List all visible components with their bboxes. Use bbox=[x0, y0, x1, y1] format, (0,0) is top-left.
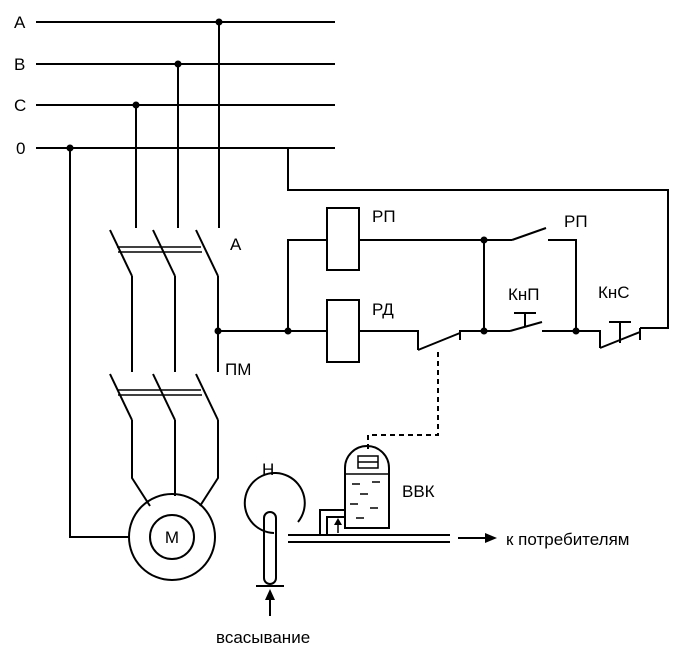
rp-contact-label: РП bbox=[564, 212, 588, 231]
rd-contact-blade bbox=[417, 332, 461, 351]
phase-c-label: C bbox=[14, 96, 26, 115]
starter-blade-1 bbox=[109, 373, 133, 421]
magnetic-starter: ПМ bbox=[109, 360, 251, 507]
motor-lead-3 bbox=[199, 420, 219, 507]
rp-coil-feed bbox=[287, 239, 327, 331]
stop-button-label: КнС bbox=[598, 283, 630, 302]
suction-label: всасывание bbox=[216, 628, 310, 647]
water-air-tank: ВВК bbox=[344, 445, 435, 529]
suction-arrow-head bbox=[265, 589, 275, 600]
pump-volute bbox=[243, 472, 306, 534]
bus-taps bbox=[66, 18, 669, 538]
phase-a-label: A bbox=[14, 13, 26, 32]
starter-label: ПМ bbox=[225, 360, 251, 379]
pump-label: Н bbox=[262, 460, 274, 479]
rp-contact-out bbox=[548, 239, 577, 331]
tank-riser-inner bbox=[326, 516, 345, 535]
pressure-link-dashed bbox=[367, 352, 439, 452]
motor-label: М bbox=[165, 528, 179, 547]
circuit-breaker: A bbox=[109, 229, 242, 372]
tank-label: ВВК bbox=[402, 482, 435, 501]
motor-outer-circle bbox=[128, 493, 216, 581]
rd-coil bbox=[326, 299, 360, 363]
phase-b-label: B bbox=[14, 55, 25, 74]
breaker-blade-2 bbox=[152, 229, 176, 277]
tank-riser-outer bbox=[319, 509, 345, 535]
control-circuit: РП РП РД КнП КнС bbox=[214, 207, 641, 363]
discharge-pipe: к потребителям bbox=[288, 509, 629, 549]
neutral-wire-motor bbox=[69, 148, 130, 538]
rd-coil-out bbox=[359, 330, 419, 350]
control-feed-dot bbox=[214, 327, 222, 335]
motor: М bbox=[128, 493, 216, 581]
rd-contact-out bbox=[459, 330, 510, 340]
motor-inner-circle bbox=[149, 514, 195, 560]
breaker-label: A bbox=[230, 235, 242, 254]
start-button: КнП bbox=[508, 285, 576, 332]
pump: Н всасывание bbox=[216, 460, 310, 647]
start-button-blade bbox=[509, 321, 543, 332]
supply-bus: A B C 0 bbox=[14, 13, 335, 158]
stop-button-in bbox=[576, 330, 601, 348]
consumers-arrow-head bbox=[485, 533, 497, 543]
start-button-label: КнП bbox=[508, 285, 540, 304]
rd-coil-label: РД bbox=[372, 300, 394, 319]
consumers-label: к потребителям bbox=[506, 530, 629, 549]
rp-coil-label: РП bbox=[372, 207, 396, 226]
breaker-blade-3 bbox=[195, 229, 219, 277]
neutral-label: 0 bbox=[16, 139, 25, 158]
riser-flow-arrowhead bbox=[334, 518, 342, 525]
rp-coil bbox=[326, 207, 360, 271]
starter-blade-2 bbox=[152, 373, 176, 421]
neutral-wire-control bbox=[287, 148, 669, 329]
motor-lead-1 bbox=[131, 420, 151, 507]
rp-contact-blade bbox=[511, 227, 547, 241]
suction-pipe bbox=[263, 511, 277, 585]
rd-junction-dot bbox=[480, 327, 488, 335]
stop-button: КнС bbox=[576, 283, 641, 349]
breaker-blade-1 bbox=[109, 229, 133, 277]
tank-body bbox=[344, 445, 390, 529]
starter-blade-3 bbox=[195, 373, 219, 421]
